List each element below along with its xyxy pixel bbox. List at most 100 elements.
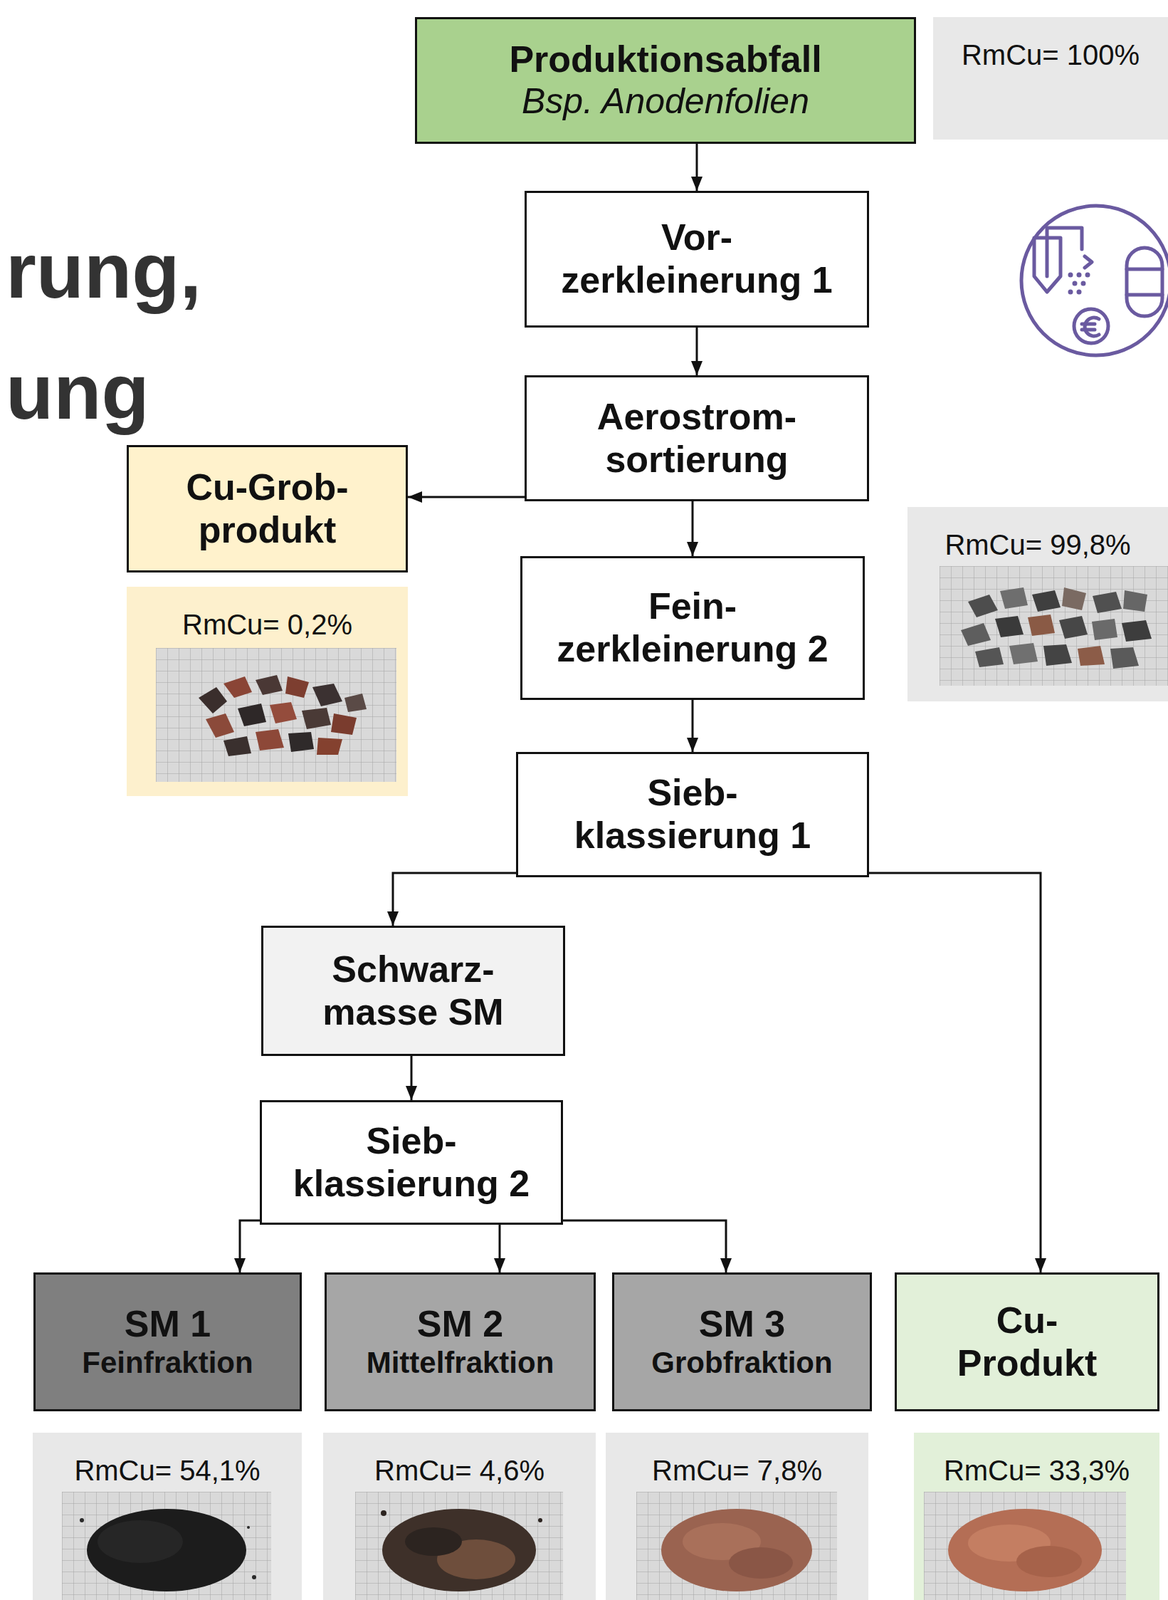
drawing-part <box>975 646 1004 667</box>
process-box: Aerostrom- sortierung <box>524 375 870 502</box>
node-label: RmCu= 7,8% <box>651 1453 823 1487</box>
flow-arrow <box>869 872 1041 1272</box>
node-label: Sieb- klassierung 2 <box>291 1119 533 1206</box>
drawing-part <box>198 686 228 714</box>
flow-arrow <box>696 143 699 191</box>
drawing-part <box>967 594 998 618</box>
drawing-part <box>255 728 284 751</box>
sample-photo <box>939 565 1168 686</box>
drawing-part <box>1076 272 1082 278</box>
drawing-part <box>1034 237 1061 292</box>
title-fragment: ung <box>5 352 150 431</box>
drawing-part <box>1068 272 1074 278</box>
drawing-part <box>79 1517 84 1522</box>
drawing-part <box>285 676 309 698</box>
drawing-part <box>1027 614 1055 636</box>
product-box: Cu- Produkt <box>894 1271 1160 1411</box>
drawing-part <box>330 713 357 735</box>
node-label: RmCu= 54,1% <box>74 1453 260 1487</box>
drawing-part <box>97 1519 183 1563</box>
process-box: Vor- zerkleinerung 1 <box>524 190 870 328</box>
drawing-part <box>1068 272 1091 295</box>
drawing-part <box>382 1508 536 1591</box>
drawing-part <box>404 1526 462 1556</box>
flow-arrow <box>407 496 525 499</box>
drawing-part <box>995 615 1024 638</box>
flow-arrow <box>563 1219 726 1272</box>
drawing-part <box>61 1491 272 1600</box>
node-label: Aerostrom- sortierung <box>595 395 800 482</box>
drawing-part <box>1047 227 1082 250</box>
drawing-part <box>1126 247 1163 317</box>
drawing-part <box>1081 323 1095 330</box>
fraction-box: SM 3Grobfraktion <box>612 1271 872 1411</box>
drawing-part <box>1126 269 1163 295</box>
recovery-panel: RmCu= 4,6% <box>323 1432 596 1600</box>
drawing-part <box>939 565 1168 686</box>
drawing-part <box>1076 289 1082 295</box>
drawing-part <box>1032 590 1061 612</box>
process-box: Sieb- klassierung 2 <box>259 1099 564 1225</box>
node-label: RmCu= 33,3% <box>943 1453 1130 1487</box>
title-fragment: rung, <box>5 231 202 310</box>
recovery-panel: RmCu= 0,2% <box>126 586 408 796</box>
material-box: Schwarz- masse SM <box>261 925 566 1056</box>
node-label: Produktionsabfall <box>508 38 822 82</box>
node-sublabel: Feinfraktion <box>81 1345 253 1380</box>
drawing-part <box>728 1546 793 1578</box>
drawing-part <box>1043 644 1072 666</box>
node-sublabel: Mittelfraktion <box>366 1345 555 1380</box>
flow-arrow <box>410 1055 413 1100</box>
drawing-part <box>538 1517 543 1522</box>
recovery-panel: RmCu= 100% <box>933 17 1168 140</box>
process-box: Sieb- klassierung 1 <box>516 751 870 877</box>
drawing-part <box>948 1508 1102 1591</box>
drawing-part <box>251 1574 257 1579</box>
drawing-part <box>223 676 252 698</box>
flow-arrow <box>392 872 517 926</box>
drawing-part <box>269 701 297 724</box>
fraction-box: SM 2Mittelfraktion <box>324 1271 596 1411</box>
drawing-part <box>1068 289 1074 295</box>
drawing-part <box>1034 227 1163 344</box>
node-label: RmCu= 100% <box>961 38 1140 72</box>
drawing-part <box>1081 281 1087 287</box>
drawing-part <box>1110 646 1139 669</box>
drawing-part <box>1077 645 1105 666</box>
node-label: Vor- zerkleinerung 1 <box>558 216 835 302</box>
drawing-part <box>1074 308 1109 344</box>
node-label: SM 1 <box>124 1302 211 1346</box>
drawing-part <box>1084 256 1092 268</box>
drawing-part <box>205 713 235 738</box>
drawing-part <box>223 735 252 756</box>
drawing-part <box>255 674 283 695</box>
node-label: Sieb- klassierung 1 <box>572 771 814 857</box>
flow-arrow <box>498 1224 502 1272</box>
drawing-part <box>344 693 367 712</box>
node-label: Fein- zerkleinerung 2 <box>554 585 831 671</box>
node-label: Cu- Produkt <box>955 1298 1100 1385</box>
node-label: Schwarz- masse SM <box>320 948 507 1034</box>
drawing-part <box>312 683 343 707</box>
drawing-part <box>1072 281 1078 287</box>
drawing-part <box>1091 618 1118 640</box>
drawing-part <box>155 647 397 782</box>
drawing-part <box>246 1525 250 1529</box>
flow-arrow <box>691 699 694 752</box>
flow-arrow <box>239 1219 260 1272</box>
process-icon <box>1010 199 1168 363</box>
drawing-part <box>1092 591 1122 613</box>
drawing-part <box>960 622 991 646</box>
recovery-panel: RmCu= 99,8% <box>907 506 1168 702</box>
drawing-part <box>1016 1545 1082 1577</box>
recovery-panel: RmCu= 7,8% <box>605 1432 869 1600</box>
sample-photo <box>155 647 397 782</box>
sample-photo <box>636 1491 838 1600</box>
drawing-part <box>1045 237 1050 277</box>
input-box: ProduktionsabfallBsp. Anodenfolien <box>414 17 917 144</box>
drawing-part <box>1000 587 1028 609</box>
drawing-part <box>316 737 343 755</box>
recovery-panel: RmCu= 33,3% <box>913 1432 1160 1600</box>
drawing-part <box>1059 615 1088 639</box>
drawing-part <box>355 1491 564 1600</box>
